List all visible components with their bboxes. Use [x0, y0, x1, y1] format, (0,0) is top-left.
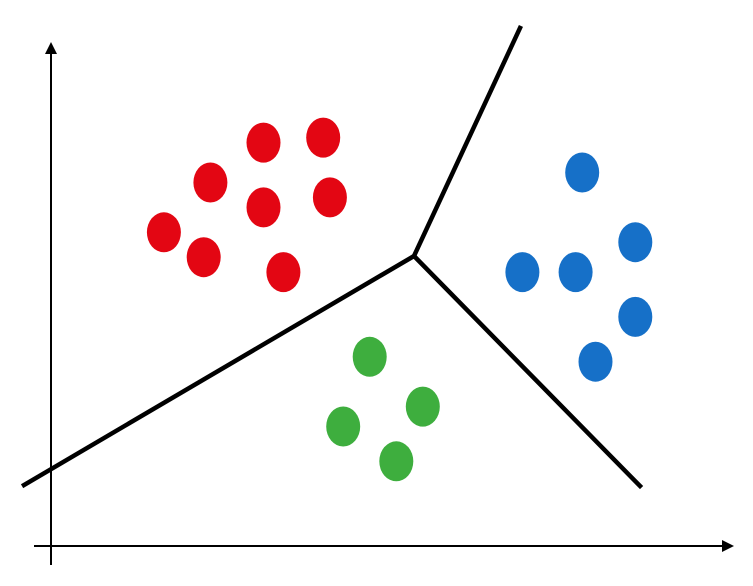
blue-point — [618, 296, 653, 337]
red-point — [312, 177, 347, 218]
green-point — [352, 336, 387, 377]
blue-point — [618, 222, 653, 263]
red-point — [246, 122, 281, 163]
blue-point — [565, 152, 600, 193]
red-point — [193, 162, 228, 203]
cluster-red — [146, 117, 347, 293]
red-point — [306, 117, 341, 158]
red-point — [246, 187, 281, 228]
boundary-upper — [411, 25, 523, 259]
red-point — [186, 237, 221, 278]
cluster-green — [326, 336, 440, 482]
boundary-right — [410, 252, 644, 490]
blue-point — [505, 252, 540, 293]
decision-boundaries — [20, 25, 644, 490]
boundary-left — [20, 252, 418, 489]
green-point — [405, 386, 440, 427]
red-point — [146, 212, 181, 253]
blue-point — [558, 252, 593, 293]
cluster-blue — [505, 152, 653, 382]
blue-point — [578, 341, 613, 382]
cluster-points — [146, 117, 653, 482]
green-point — [326, 406, 361, 447]
red-point — [266, 252, 301, 293]
green-point — [379, 441, 414, 482]
